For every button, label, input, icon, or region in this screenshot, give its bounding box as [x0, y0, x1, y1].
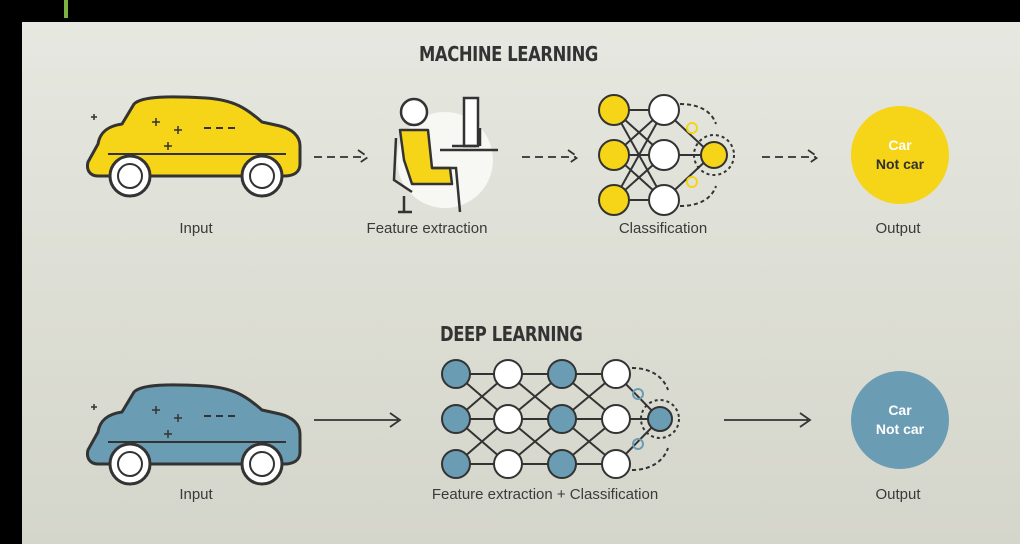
dl-output-not-car: Not car [875, 421, 925, 437]
dl-title: DEEP LEARNING [440, 322, 583, 346]
ml-input-label: Input [179, 220, 213, 237]
ml-car-icon [85, 95, 302, 198]
dl-car-icon [85, 383, 302, 486]
ml-output-circle: Car Not car [851, 106, 949, 204]
ml-output-label: Output [875, 220, 921, 237]
ml-arrow-3 [762, 149, 820, 165]
person-at-computer-icon [392, 96, 498, 214]
accent-marker [64, 0, 68, 18]
ml-title: MACHINE LEARNING [419, 42, 598, 66]
ml-neural-network-icon [598, 94, 735, 216]
ml-output-not-car: Not car [875, 156, 925, 172]
dl-input-label: Input [179, 486, 213, 503]
dl-arrow-1 [314, 412, 402, 428]
ml-feature-label: Feature extraction [366, 220, 488, 237]
ml-classification-label: Classification [618, 220, 708, 237]
dl-output-circle: Car Not car [851, 371, 949, 469]
ml-output-car: Car [888, 137, 912, 153]
dl-output-label: Output [875, 486, 921, 503]
dl-output-car: Car [888, 402, 912, 418]
deep-neural-network-icon [441, 359, 680, 479]
dl-arrow-2 [724, 412, 812, 428]
top-bar [0, 0, 1020, 22]
sparkle-icon [91, 114, 97, 120]
ml-arrow-1 [314, 149, 370, 165]
ml-arrow-2 [522, 149, 580, 165]
dl-process-label: Feature extraction + Classification [431, 486, 659, 503]
sparkle-icon [91, 404, 97, 410]
